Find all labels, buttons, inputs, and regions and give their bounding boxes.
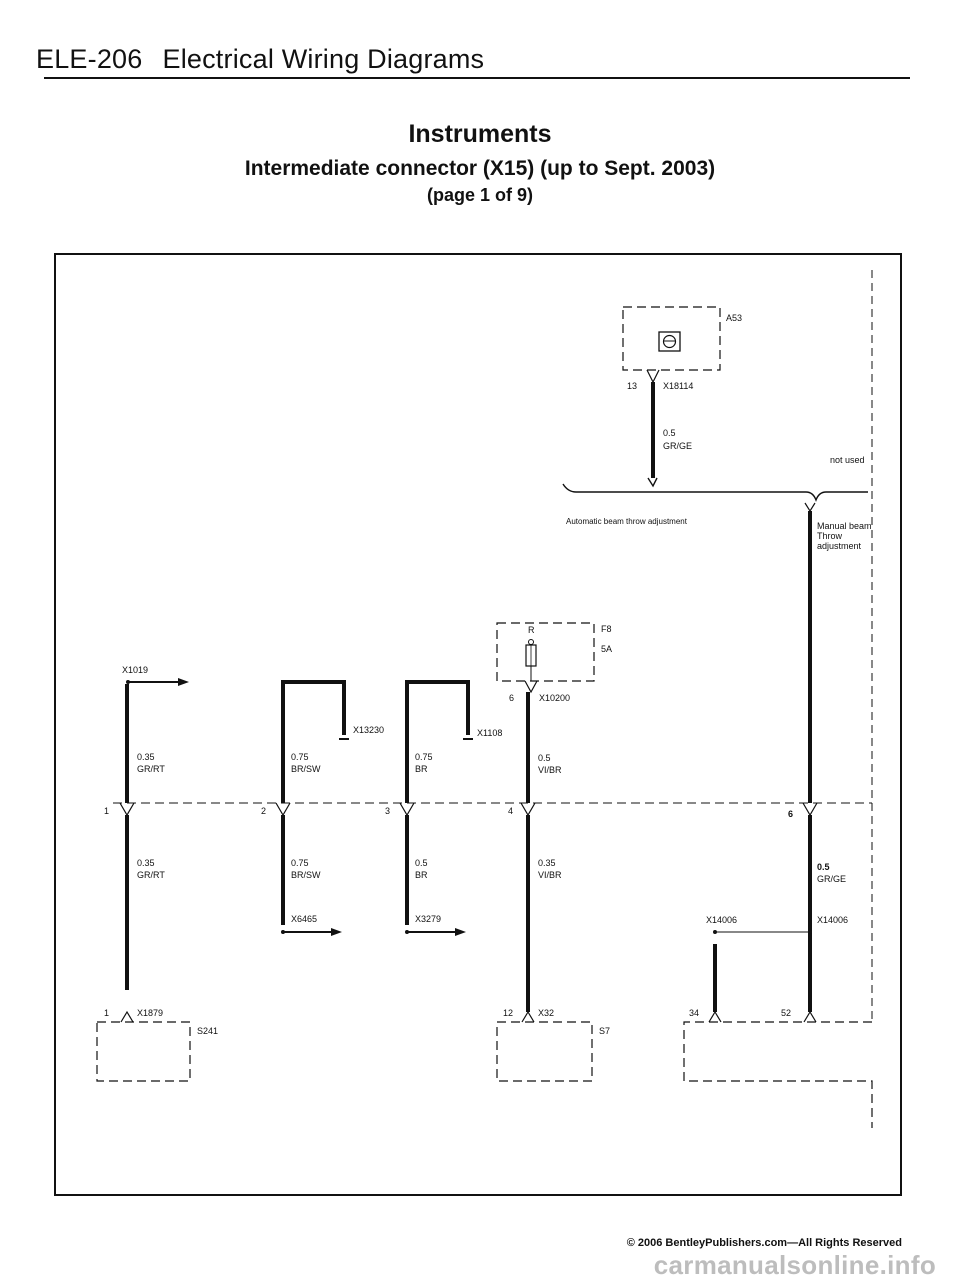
option-brace: [562, 483, 868, 502]
wire-1-lower-gauge: 0.35: [137, 858, 155, 868]
manual-throw-label-3: adjustment: [817, 541, 862, 551]
connector-pin-3-label: 3: [385, 806, 390, 816]
page-subtitle: Intermediate connector (X15) (up to Sept…: [244, 157, 716, 180]
section-title: Electrical Wiring Diagrams: [162, 44, 485, 74]
wire-4-lower-color: VI/BR: [538, 870, 562, 880]
pin-52-mark: [803, 1010, 817, 1023]
manual-wire-pin: [804, 502, 816, 513]
diagram-frame: [54, 253, 902, 1196]
s7-label: S7: [599, 1026, 610, 1036]
wire-4-upper-gauge: 0.5: [538, 753, 551, 763]
wire-6-lower-gauge: 0.5: [817, 862, 830, 872]
manual-throw-label-1: Manual beam: [817, 521, 872, 531]
x32-pin-label: 12: [503, 1008, 513, 1018]
fuse-box: [496, 622, 595, 682]
section-code: ELE-206: [36, 44, 143, 74]
wire-3-upper: [405, 680, 470, 803]
wire-a53-gauge: 0.5: [663, 428, 676, 438]
x3279-label: X3279: [415, 914, 441, 924]
x1108-label: X1108: [477, 728, 502, 738]
connector-pin-2: [275, 802, 291, 817]
s7-box: [496, 1021, 593, 1082]
x6465-label: X6465: [291, 914, 317, 924]
right-module-box: [683, 1021, 873, 1128]
x10200-label: X10200: [539, 693, 570, 703]
pin-34-label: 34: [689, 1008, 699, 1018]
x10200-pin-mark: [524, 680, 538, 694]
x1879-pin-mark: [120, 1010, 134, 1023]
not-used-label: not used: [830, 455, 865, 465]
x14006-right-label: X14006: [817, 915, 848, 925]
connector-pin-4: [520, 802, 536, 817]
s241-box: [96, 1021, 191, 1082]
pin-34-mark: [708, 1010, 722, 1023]
wire-3-upper-gauge: 0.75: [415, 752, 433, 762]
wire-2-upper-gauge: 0.75: [291, 752, 309, 762]
manual-throw-label-2: Throw: [817, 531, 843, 541]
wire-3-upper-color: BR: [415, 764, 428, 774]
x14006-left-label: X14006: [706, 915, 737, 925]
x1019-arrow-head: [178, 678, 189, 686]
s241-label: S241: [197, 1026, 218, 1036]
fuse-icon: [525, 639, 537, 681]
connector-pin-2-label: 2: [261, 806, 266, 816]
wire-1-upper-gauge: 0.35: [137, 752, 155, 762]
x3279-arrow-head: [455, 928, 466, 936]
connector-pin-4-label: 4: [508, 806, 513, 816]
x1879-label: X1879: [137, 1008, 163, 1018]
wire-2-upper: [281, 680, 346, 803]
x1019-label: X1019: [122, 665, 148, 675]
connector-pin-6: [802, 802, 818, 817]
copyright-footer: © 2006 BentleyPublishers.com—All Rights …: [626, 1237, 902, 1249]
wire-2-lower-gauge: 0.75: [291, 858, 309, 868]
page-title: Instruments: [408, 120, 552, 148]
header-rule: [44, 77, 910, 79]
wire-4-lower-gauge: 0.35: [538, 858, 556, 868]
x1879-pin-label: 1: [104, 1008, 109, 1018]
auto-throw-label: Automatic beam throw adjustment: [566, 517, 688, 526]
fuse-r-label: R: [528, 625, 535, 635]
wire-3-lower-color: BR: [415, 870, 428, 880]
headlight-icon: [658, 331, 681, 352]
wire-6-lower-color: GR/GE: [817, 874, 846, 884]
connector-pin-3: [399, 802, 415, 817]
pin-52-label: 52: [781, 1008, 791, 1018]
watermark: carmanualsonline.info: [653, 1250, 936, 1280]
wire-a53-end: [647, 477, 658, 488]
fuse-amps-label: 5A: [601, 644, 612, 654]
page-number: (page 1 of 9): [426, 185, 533, 205]
x32-pin-mark: [521, 1010, 535, 1023]
x18114-label: X18114: [663, 381, 693, 391]
wire-3-lower-gauge: 0.5: [415, 858, 428, 868]
a53-box: [622, 306, 721, 371]
pin-13-label: 13: [627, 381, 637, 391]
page-header: ELE-206 Electrical Wiring Diagrams: [36, 44, 484, 75]
connector-pin-1: [119, 802, 135, 817]
a53-label: A53: [726, 313, 742, 323]
wire-2-upper-color: BR/SW: [291, 764, 321, 774]
connector-pin-6-label: 6: [788, 809, 793, 819]
x18114-pin-mark: [646, 369, 660, 384]
wire-1-upper-color: GR/RT: [137, 764, 165, 774]
fuse-pin6-label: 6: [509, 693, 514, 703]
wire-2-lower-color: BR/SW: [291, 870, 321, 880]
wire-1-lower-color: GR/RT: [137, 870, 165, 880]
x13230-label: X13230: [353, 725, 384, 735]
x32-label: X32: [538, 1008, 554, 1018]
wire-4-upper-color: VI/BR: [538, 765, 562, 775]
fuse-f8-label: F8: [601, 624, 612, 634]
x6465-arrow-head: [331, 928, 342, 936]
connector-pin-1-label: 1: [104, 806, 109, 816]
wire-a53-color: GR/GE: [663, 441, 692, 451]
